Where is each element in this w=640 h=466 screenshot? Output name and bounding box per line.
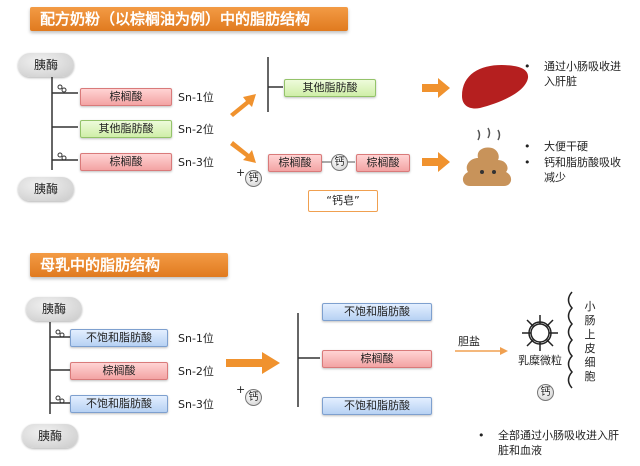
formula-product-other: 其他脂肪酸 — [284, 79, 376, 97]
formula-product-palmitic-left: 棕榈酸 — [268, 154, 322, 172]
breast-chain-sn1: 不饱和脂肪酸 — [70, 329, 168, 347]
breast-title: 母乳中的脂肪结构 — [40, 256, 161, 274]
enzyme-label: 胰酶 — [41, 302, 66, 316]
breast-bullet-absorption: • 全部通过小肠吸收进入肝脏和血液 — [478, 429, 619, 457]
formula-title: 配方奶粉（以棕榈油为例）中的脂肪结构 — [40, 10, 311, 28]
formula-bullet-liver: • 通过小肠吸收进入肝脏 — [524, 60, 621, 88]
calcium-badge: 钙 — [245, 170, 262, 187]
breast-chain-sn3: 不饱和脂肪酸 — [70, 395, 168, 413]
enzyme-cloud-top: 胰酶 — [26, 297, 82, 321]
scissors-icon — [55, 84, 67, 404]
formula-title-banner: 配方奶粉（以棕榈油为例）中的脂肪结构 — [30, 7, 348, 31]
intestine-wall-icon — [567, 291, 573, 389]
arrow-up-right — [230, 94, 256, 117]
calcium-soap-label: “钙皂” — [308, 190, 378, 212]
breast-product-palmitic: 棕榈酸 — [322, 350, 432, 368]
breast-sn3-label: Sn-3位 — [178, 398, 214, 411]
plus-sign: + — [236, 383, 246, 396]
formula-chain-sn2: 其他脂肪酸 — [80, 120, 172, 138]
formula-chain-sn1: 棕榈酸 — [80, 88, 172, 106]
liver-icon — [462, 65, 529, 109]
breast-sn2-label: Sn-2位 — [178, 365, 214, 378]
formula-sn3-label: Sn-3位 — [178, 156, 214, 169]
enzyme-label: 胰酶 — [37, 429, 62, 443]
breast-product-unsat-2: 不饱和脂肪酸 — [322, 397, 432, 415]
bile-salt-label: 胆盐 — [458, 335, 480, 348]
micelle-calcium: 钙 — [537, 384, 554, 401]
calcium-soap-ion: 钙 — [331, 154, 348, 171]
arrow-down-right — [230, 141, 256, 163]
formula-product-palmitic-right: 棕榈酸 — [356, 154, 410, 172]
micelle-label: 乳糜微粒 — [518, 354, 562, 367]
enzyme-cloud-bottom: 胰酶 — [18, 177, 74, 201]
enzyme-label: 胰酶 — [33, 182, 58, 196]
enzyme-cloud-bottom: 胰酶 — [22, 424, 78, 448]
breast-title-banner: 母乳中的脂肪结构 — [30, 253, 228, 277]
formula-bullet-stool: • 大便干硬 — [524, 140, 588, 153]
breast-chain-sn2: 棕榈酸 — [70, 362, 168, 380]
formula-sn1-label: Sn-1位 — [178, 91, 214, 104]
breast-sn1-label: Sn-1位 — [178, 332, 214, 345]
calcium-badge: 钙 — [245, 389, 262, 406]
formula-bullet-absorption: • 钙和脂肪酸吸收减少 — [524, 156, 621, 184]
breast-product-unsat-1: 不饱和脂肪酸 — [322, 303, 432, 321]
formula-sn2-label: Sn-2位 — [178, 123, 214, 136]
intestine-cell-label: 小肠上皮细胞 — [584, 300, 596, 383]
stool-icon — [462, 127, 512, 186]
enzyme-label: 胰酶 — [33, 58, 58, 72]
formula-chain-sn3: 棕榈酸 — [80, 153, 172, 171]
enzyme-cloud-top: 胰酶 — [18, 53, 74, 77]
plus-sign: + — [236, 166, 246, 179]
